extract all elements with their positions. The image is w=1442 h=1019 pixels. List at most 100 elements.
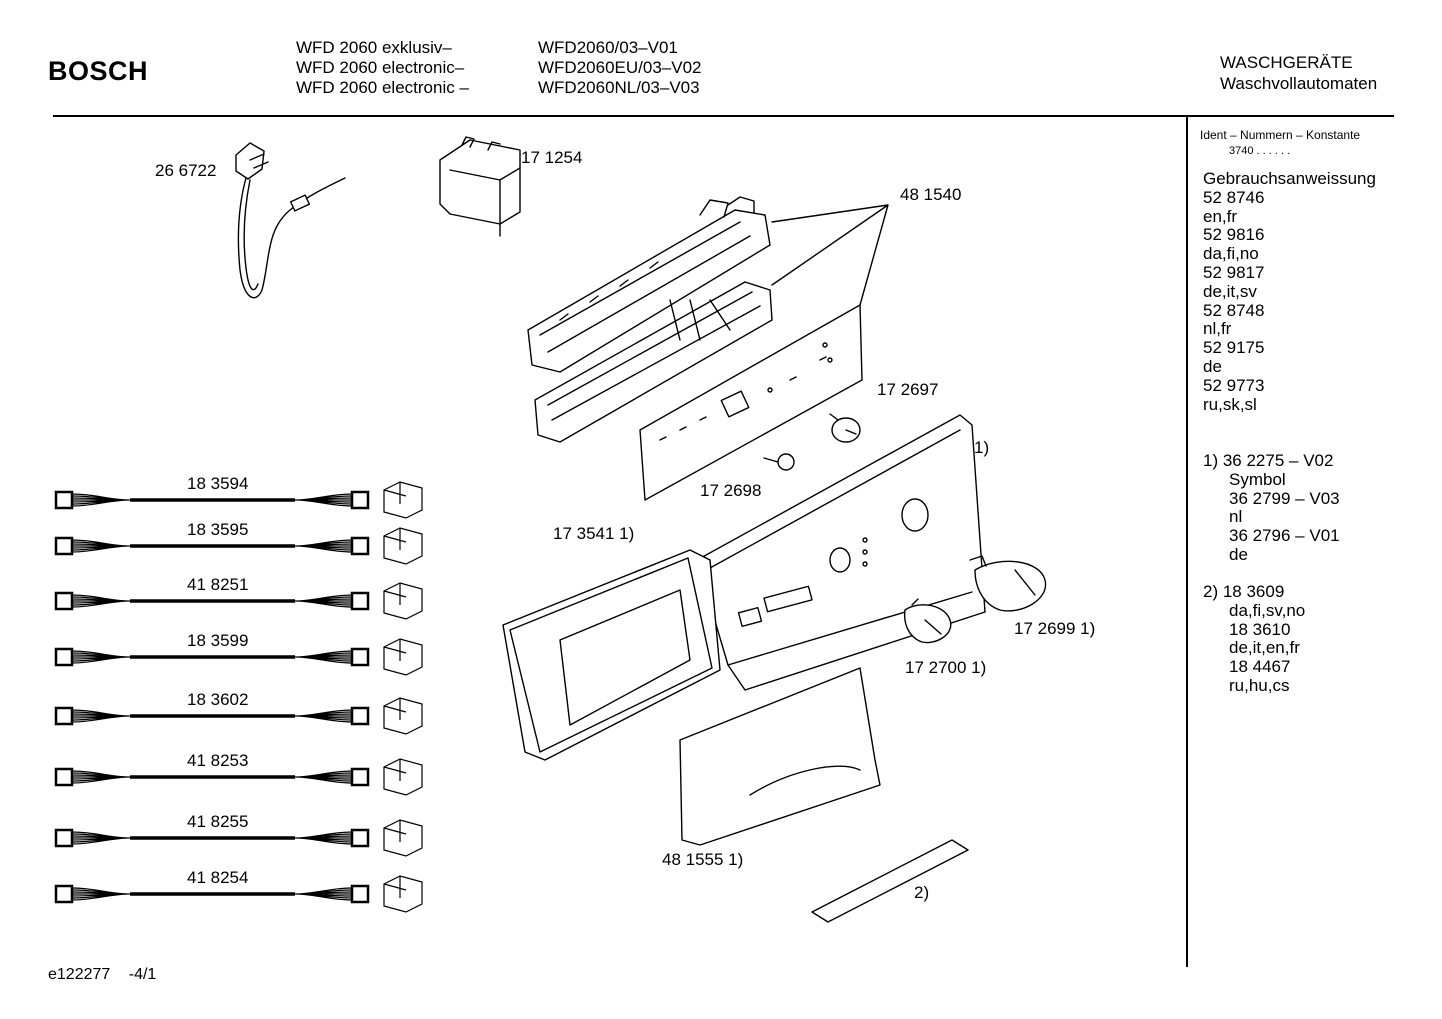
variant-list: WFD2060/03–V01 WFD2060EU/03–V02 WFD2060N…	[538, 38, 701, 98]
harness-row	[54, 527, 423, 565]
part-label: 48 1540	[900, 185, 962, 204]
harness-part-sketch	[383, 875, 423, 913]
note-2-line: ru,hu,cs	[1229, 675, 1290, 695]
manual-list: Gebrauchsanweissung 52 8746 en,fr 52 981…	[1203, 169, 1376, 414]
harness-connector	[350, 767, 370, 787]
variant-code: WFD2060EU/03–V02	[538, 58, 702, 77]
harness-wires	[71, 493, 353, 507]
note-1-line: de	[1229, 544, 1248, 564]
manual-item: de	[1203, 356, 1222, 376]
harness-row	[54, 819, 423, 857]
part-label: 2)	[914, 883, 930, 902]
drawer-handle-drawing	[679, 667, 881, 846]
harness-row	[54, 481, 423, 519]
ident-label: Ident – Nummern – Konstante	[1200, 128, 1361, 142]
variant-code: WFD2060NL/03–V03	[538, 78, 700, 97]
knob-axis-drawing	[829, 413, 861, 443]
note-2: 2) 18 3609 da,fi,sv,no 18 3610 de,it,en,…	[1203, 582, 1306, 696]
harness-wires	[71, 539, 353, 553]
manual-item: en,fr	[1203, 206, 1238, 226]
part-label: 17 2698	[700, 481, 762, 500]
harness-part-number: 18 3594	[187, 474, 249, 493]
model-name: WFD 2060 electronic–	[296, 58, 465, 77]
manual-item: da,fi,no	[1203, 244, 1259, 264]
note-2-line: da,fi,sv,no	[1229, 600, 1306, 620]
drawing-code: e122277 -4/1	[48, 966, 156, 984]
leader-lines	[771, 204, 889, 306]
harness-connector	[54, 591, 74, 611]
knob-large-drawing	[969, 555, 1047, 612]
harness-part-number: 41 8255	[187, 812, 249, 831]
harness-row	[54, 582, 423, 620]
harness-connector	[350, 591, 370, 611]
note-1-line: nl	[1229, 507, 1243, 527]
harness-part-number: 41 8251	[187, 575, 249, 594]
harness-wires	[71, 594, 353, 608]
harness-part-sketch	[383, 697, 423, 735]
manual-item: ru,sk,sl	[1203, 394, 1257, 414]
harness-row	[54, 697, 423, 735]
symbol-strip-drawing	[811, 839, 969, 923]
harness-part-sketch	[383, 638, 423, 676]
footer-code: e122277	[48, 966, 111, 983]
harness-wires	[71, 887, 353, 901]
part-label: 17 1254	[521, 148, 583, 167]
harness-part-sketch	[383, 758, 423, 796]
harness-row	[54, 758, 423, 796]
note-1: 1) 36 2275 – V02 Symbol 36 2799 – V03 nl…	[1203, 451, 1340, 565]
harness-part-sketch	[383, 481, 423, 519]
harness-connector	[350, 536, 370, 556]
model-list: WFD 2060 exklusiv– WFD 2060 electronic– …	[296, 38, 469, 98]
part-label: 17 3541 1)	[553, 524, 635, 543]
brand-logo: BOSCH	[48, 56, 149, 86]
note-2-line: de,it,en,fr	[1229, 638, 1300, 658]
note-2-line: 2) 18 3609	[1203, 582, 1285, 601]
note-2-line: 18 4467	[1229, 657, 1291, 677]
manual-item: 52 9175	[1203, 338, 1265, 358]
pcb-drawing	[639, 304, 863, 501]
model-name: WFD 2060 electronic –	[296, 78, 469, 97]
power-cord-drawing	[235, 142, 346, 299]
harness-connector	[54, 767, 74, 787]
filter-drawing	[439, 136, 521, 237]
harness-wires	[71, 709, 353, 723]
manual-item: nl,fr	[1203, 319, 1232, 339]
module-frame-drawing	[534, 281, 773, 443]
manual-item: 52 8746	[1203, 187, 1265, 207]
harness-connector	[54, 647, 74, 667]
drawer-frame-drawing	[502, 549, 721, 761]
manual-item: 52 9817	[1203, 262, 1265, 282]
note-2-line: 18 3610	[1229, 619, 1291, 639]
note-1-line: 36 2796 – V01	[1229, 526, 1340, 546]
harness-connector	[54, 490, 74, 510]
harness-connector	[350, 706, 370, 726]
manual-item: 52 9816	[1203, 225, 1265, 245]
harness-part-number: 41 8253	[187, 751, 249, 770]
manual-title: Gebrauchsanweissung	[1203, 169, 1376, 188]
harness-row	[54, 875, 423, 913]
note-1-line: 36 2799 – V03	[1229, 488, 1340, 508]
part-label: 17 2699 1)	[1014, 619, 1096, 638]
variant-code: WFD2060/03–V01	[538, 38, 678, 57]
ident-value: 3740 . . . . . .	[1229, 145, 1291, 157]
category-subtitle: Waschvollautomaten	[1220, 74, 1378, 93]
part-label: 17 2700 1)	[905, 658, 987, 677]
header-divider	[53, 115, 1394, 117]
model-name: WFD 2060 exklusiv–	[296, 38, 452, 57]
sidebar-divider	[1186, 117, 1188, 967]
harness-part-number: 18 3599	[187, 631, 249, 650]
harness-connector	[54, 828, 74, 848]
harness-part-number: 18 3602	[187, 690, 249, 709]
manual-item: de,it,sv	[1203, 281, 1257, 301]
part-label: 17 2697	[877, 380, 939, 399]
part-label: 48 1555 1)	[662, 850, 744, 869]
knob-mid-drawing	[903, 598, 952, 644]
harness-connector	[54, 706, 74, 726]
part-label: 26 6722	[155, 161, 217, 180]
harness-connector	[350, 884, 370, 904]
harness-wires	[71, 831, 353, 845]
harness-row	[54, 638, 423, 676]
harness-part-sketch	[383, 527, 423, 565]
